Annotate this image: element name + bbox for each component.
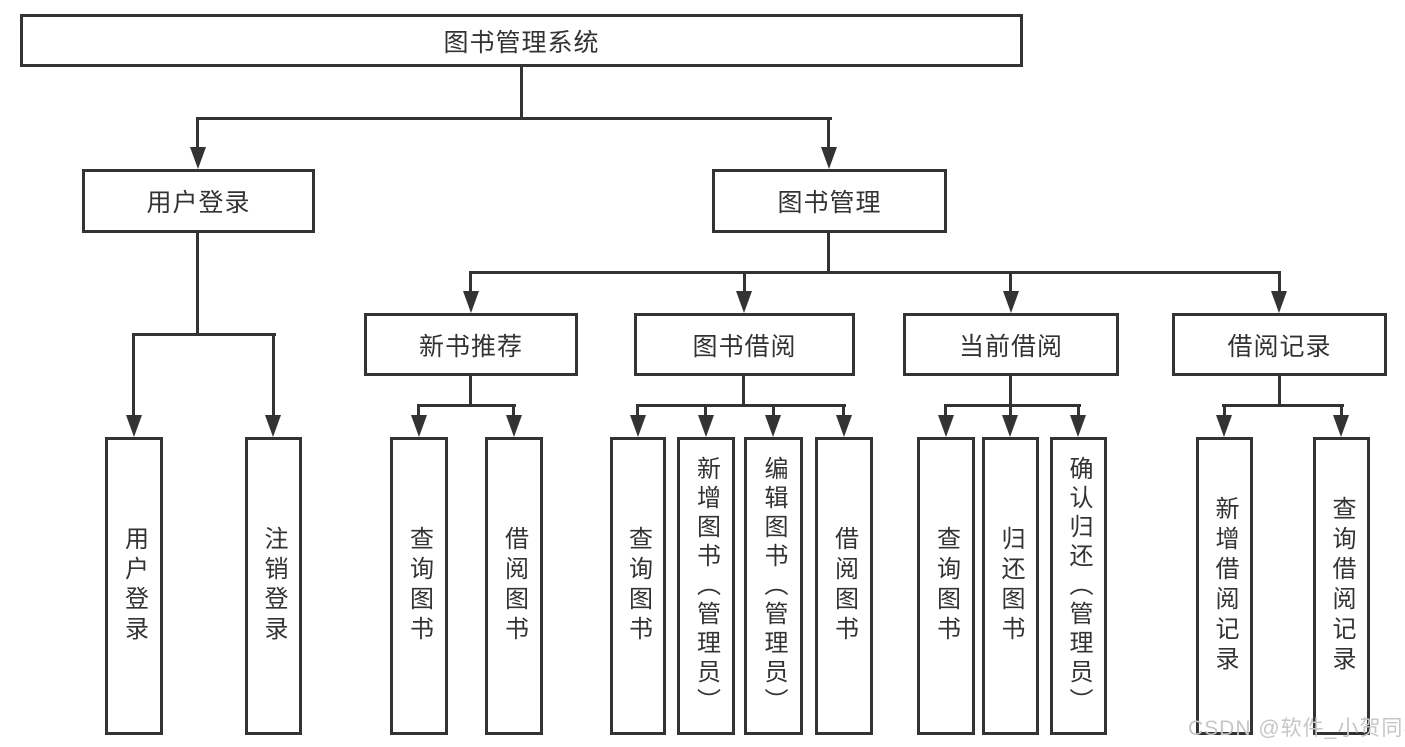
arrowhead-icon <box>190 147 206 169</box>
connector-arrow-stem <box>469 273 472 291</box>
arrowhead-icon <box>1070 415 1086 437</box>
leaf-borrow-borrow-books: 借阅图书 <box>815 437 873 735</box>
arrowhead-icon <box>506 415 522 437</box>
leaf-user-login-label: 用户登录 <box>120 526 148 646</box>
node-current-borrowing: 当前借阅 <box>903 313 1119 376</box>
connector-arrow-stem <box>1009 406 1012 415</box>
arrowhead-icon <box>698 415 714 437</box>
connector-bookborrow-split <box>636 404 846 407</box>
leaf-newbooks-borrow-books-label: 借阅图书 <box>500 526 528 646</box>
leaf-newbooks-borrow-books: 借阅图书 <box>485 437 543 735</box>
connector-arrow-stem <box>512 406 515 415</box>
connector-newbooks-split <box>417 404 516 407</box>
connector-userlogin-stem <box>196 233 199 335</box>
leaf-borrow-edit-book-admin-label: 编辑图书（管理员） <box>760 455 787 717</box>
connector-currentborrow-stem <box>1009 375 1012 406</box>
node-library-management-system: 图书管理系统 <box>20 14 1023 67</box>
watermark: CSDN @软件_小贺同学 <box>1188 717 1405 740</box>
leaf-current-query-books: 查询图书 <box>917 437 975 735</box>
leaf-borrow-edit-book-admin: 编辑图书（管理员） <box>744 437 803 735</box>
arrowhead-icon <box>938 415 954 437</box>
leaf-borrow-add-book-admin-label: 新增图书（管理员） <box>692 455 720 717</box>
arrowhead-icon <box>411 415 427 437</box>
arrowhead-icon <box>821 147 837 169</box>
connector-arrow-stem <box>132 335 135 415</box>
leaf-current-query-books-label: 查询图书 <box>932 526 960 646</box>
leaf-borrow-query-books-label: 查询图书 <box>624 526 652 646</box>
connector-userlogin-split <box>132 333 276 336</box>
connector-root-stem <box>520 67 523 119</box>
connector-records-split <box>1222 404 1344 407</box>
connector-records-stem <box>1278 376 1281 406</box>
arrowhead-icon <box>1003 291 1019 313</box>
arrowhead-icon <box>836 415 852 437</box>
connector-arrow-stem <box>1009 273 1012 291</box>
leaf-newbooks-query-books-label: 查询图书 <box>405 526 433 646</box>
leaf-current-return-books-label: 归还图书 <box>997 526 1024 646</box>
node-book-borrowing: 图书借阅 <box>634 313 855 376</box>
connector-arrow-stem <box>1077 406 1080 415</box>
connector-root-split <box>196 117 832 120</box>
connector-arrow-stem <box>1278 273 1281 291</box>
arrowhead-icon <box>1002 415 1018 437</box>
leaf-user-login: 用户登录 <box>105 437 163 735</box>
connector-currentborrow-split <box>944 404 1081 407</box>
connector-arrow-stem <box>636 406 639 415</box>
node-book-management: 图书管理 <box>712 169 947 233</box>
connector-arrow-stem <box>272 335 275 415</box>
leaf-records-add-record-label: 新增借阅记录 <box>1211 496 1238 676</box>
connector-arrow-stem <box>196 119 199 147</box>
leaf-current-confirm-return-admin-label: 确认归还（管理员） <box>1065 455 1092 717</box>
leaf-logout-label: 注销登录 <box>260 526 287 646</box>
arrowhead-icon <box>736 291 752 313</box>
leaf-records-query-record: 查询借阅记录 <box>1313 437 1370 735</box>
connector-bookborrow-stem <box>742 376 745 406</box>
connector-arrow-stem <box>1223 406 1226 415</box>
connector-arrow-stem <box>743 273 746 291</box>
arrowhead-icon <box>1333 415 1349 437</box>
leaf-current-return-books: 归还图书 <box>982 437 1039 735</box>
arrowhead-icon <box>1216 415 1232 437</box>
connector-newbooks-stem <box>469 376 472 406</box>
connector-arrow-stem <box>1340 406 1343 415</box>
connector-arrow-stem <box>842 406 845 415</box>
connector-arrow-stem <box>827 119 830 147</box>
connector-bookmgmt-split <box>469 271 1281 274</box>
arrowhead-icon <box>1271 291 1287 313</box>
connector-arrow-stem <box>704 406 707 415</box>
arrowhead-icon <box>265 415 281 437</box>
leaf-current-confirm-return-admin: 确认归还（管理员） <box>1050 437 1107 735</box>
arrowhead-icon <box>630 415 646 437</box>
leaf-borrow-add-book-admin: 新增图书（管理员） <box>677 437 735 735</box>
node-new-book-recommend: 新书推荐 <box>364 313 578 376</box>
node-user-login: 用户登录 <box>82 169 315 233</box>
connector-arrow-stem <box>417 406 420 415</box>
leaf-records-query-record-label: 查询借阅记录 <box>1328 496 1355 676</box>
arrowhead-icon <box>765 415 781 437</box>
leaf-newbooks-query-books: 查询图书 <box>390 437 448 735</box>
leaf-records-add-record: 新增借阅记录 <box>1196 437 1253 735</box>
node-borrow-records: 借阅记录 <box>1172 313 1387 376</box>
arrowhead-icon <box>126 415 142 437</box>
leaf-borrow-query-books: 查询图书 <box>610 437 666 735</box>
connector-bookmgmt-stem <box>827 233 830 273</box>
leaf-logout: 注销登录 <box>245 437 302 735</box>
arrowhead-icon <box>463 291 479 313</box>
connector-arrow-stem <box>772 406 775 415</box>
connector-arrow-stem <box>944 406 947 415</box>
leaf-borrow-borrow-books-label: 借阅图书 <box>830 526 858 646</box>
